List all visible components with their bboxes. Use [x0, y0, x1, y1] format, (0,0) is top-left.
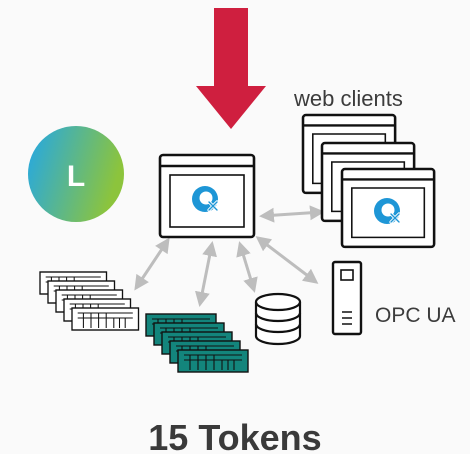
web-clients-label: web clients: [293, 86, 403, 111]
opc-ua-device-icon: [331, 260, 363, 336]
input-arrow-icon: [196, 8, 266, 129]
client-monitors-icon: [301, 113, 436, 249]
plc-teal-icon: [145, 313, 249, 373]
letter-badge-icon: L: [28, 126, 124, 222]
plc-white-icon: [39, 271, 140, 331]
opc-ua-label: OPC UA: [375, 304, 456, 327]
tokens-title: 15 Tokens: [148, 417, 321, 454]
badge-letter: L: [67, 160, 85, 193]
database-icon: [254, 292, 302, 346]
connectors: [134, 205, 325, 307]
server-monitor-icon: [158, 153, 256, 239]
